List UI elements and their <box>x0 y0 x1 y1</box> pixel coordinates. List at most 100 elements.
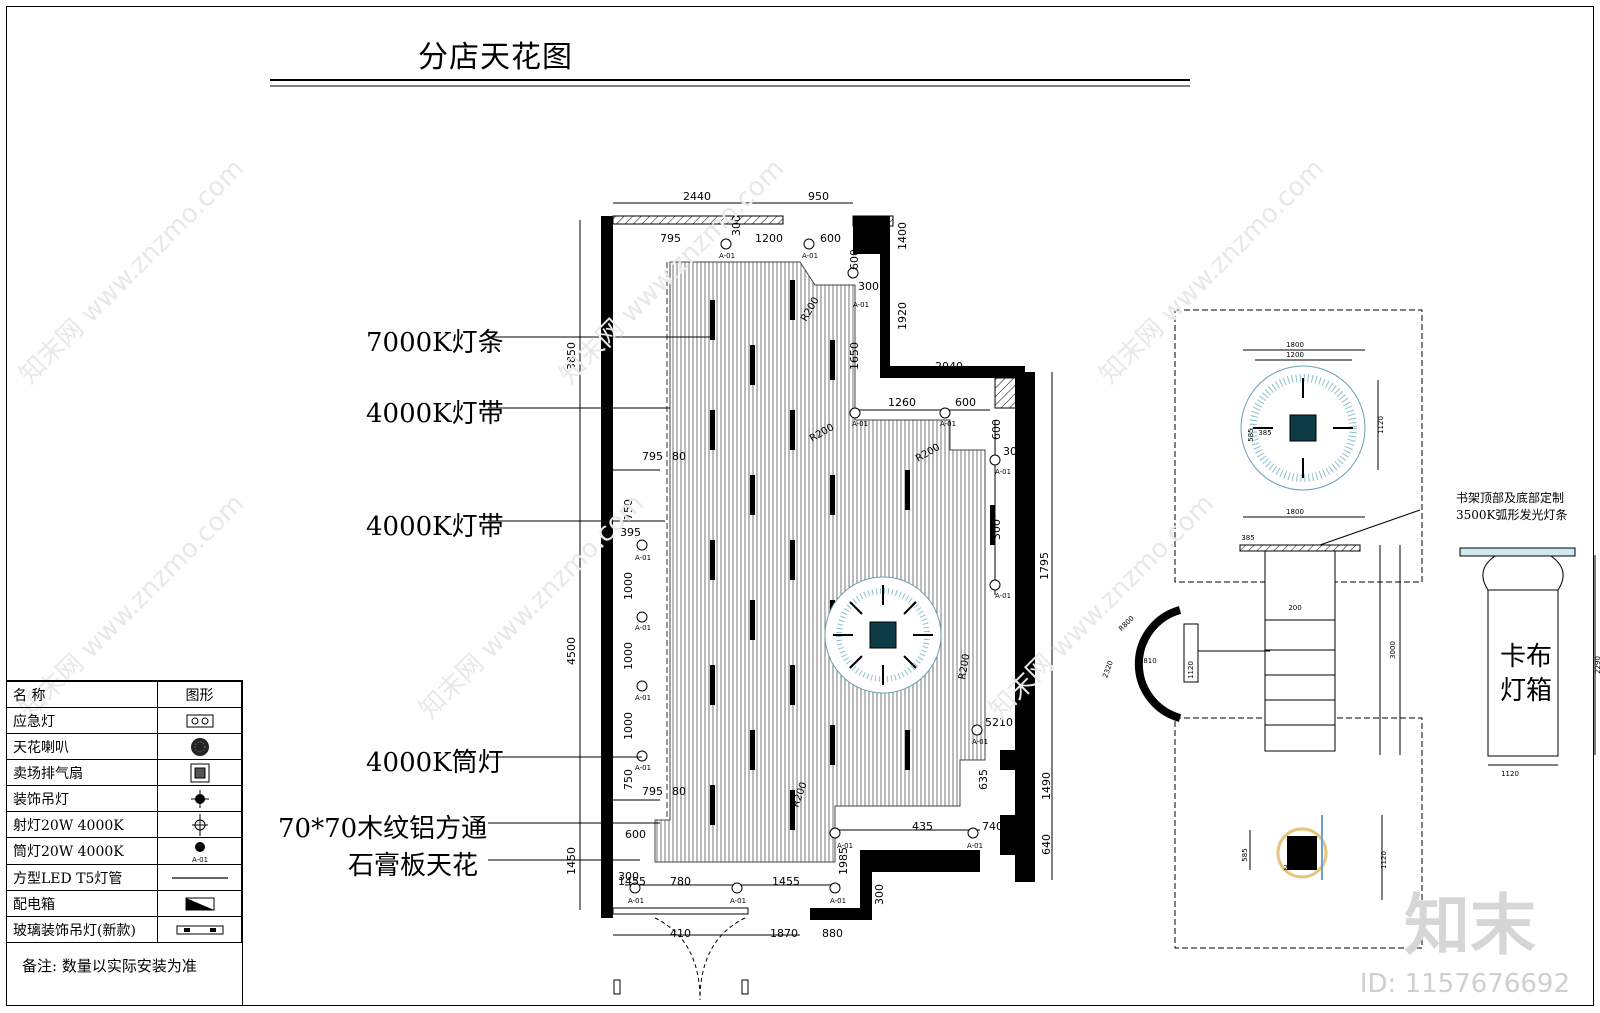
spotlight-icon <box>191 813 208 836</box>
door-swing-right <box>699 917 746 1001</box>
legend-row: 配电箱 <box>6 890 242 917</box>
dimension-label: 600 <box>955 396 976 409</box>
detail-dimension: 1120 <box>1187 661 1195 679</box>
legend-row: 筒灯20W 4000K A-01 <box>6 837 242 865</box>
id-watermark: ID: 1157676692 <box>1359 969 1570 999</box>
legend-header-name: 名 称 <box>6 681 158 708</box>
lamp-tag: A-01 <box>972 738 988 746</box>
legend-note: 备注: 数量以实际安装为准 <box>22 957 197 975</box>
dimension-label: 1650 <box>848 342 861 370</box>
distribution-box-icon <box>185 897 214 910</box>
legend-row-name: 卖场排气扇 <box>6 759 158 786</box>
dimension-label: 80 <box>672 450 686 463</box>
dimension-label: 5210 <box>985 716 1013 729</box>
dimension-label: 795 <box>660 232 681 245</box>
legend-row: 应急灯 <box>6 707 242 734</box>
wall-top-right-hatch <box>852 215 894 227</box>
bottom-column <box>1287 836 1317 870</box>
dimension-label: 600 <box>848 249 861 270</box>
dimension-label: 410 <box>670 927 691 940</box>
dimension-label: 880 <box>822 927 843 940</box>
dimension-label: 1870 <box>770 927 798 940</box>
lamp-tag: A-01 <box>635 624 651 632</box>
dimension-label: 950 <box>808 190 829 203</box>
callout-light-strip-7000k: 7000K灯条 <box>366 328 504 358</box>
callout-light-band-4000k-2: 4000K灯带 <box>366 512 504 542</box>
glass-front <box>612 907 749 915</box>
lamp-tag: A-01 <box>940 420 956 428</box>
lamp-tag: A-01 <box>730 897 746 905</box>
legend-row-name: 筒灯20W 4000K <box>6 837 158 865</box>
callout-downlight-4000k: 4000K筒灯 <box>366 748 504 778</box>
legend-row-name: 装饰吊灯 <box>6 785 158 812</box>
shelf-body <box>1264 550 1336 752</box>
aluminium-slat-ceiling <box>654 261 986 863</box>
floor-plan <box>488 202 1053 1001</box>
dimension-label: 1000 <box>622 572 635 600</box>
detail-dimension: 2290 <box>1594 656 1600 674</box>
wall-right-upper <box>880 216 890 376</box>
callout-leaders <box>488 336 715 861</box>
detail-dimension: R800 <box>1117 614 1136 633</box>
dimension-label: 600 <box>820 232 841 245</box>
dimension-label: 795 <box>642 450 663 463</box>
dimension-label: 300 <box>873 884 886 905</box>
legend-header-symbol: 图形 <box>157 681 242 708</box>
dimension-label: 640 <box>1040 834 1053 855</box>
detail-dimension: 810 <box>1143 657 1156 665</box>
dimension-label: 1490 <box>1040 772 1053 800</box>
emergency-light-icon <box>186 714 213 727</box>
dimension-label: 1455 <box>772 875 800 888</box>
svg-text:A-01: A-01 <box>191 856 207 864</box>
exhaust-fan-icon <box>190 763 209 782</box>
dimension-label: 1000 <box>622 712 635 740</box>
lamp-tag: A-01 <box>635 554 651 562</box>
legend-row-name: 配电箱 <box>6 890 158 917</box>
dimension-label: 600 <box>625 828 646 841</box>
lamp-tag: A-01 <box>635 764 651 772</box>
detail-dimension: 385 <box>1241 534 1254 542</box>
door-swing-left <box>654 917 701 1001</box>
lightbox-body <box>1487 589 1559 757</box>
callout-light-band-4000k-1: 4000K灯带 <box>366 399 504 429</box>
dimension-label: 435 <box>912 820 933 833</box>
dimension-label: 300 <box>858 280 879 293</box>
dimension-label: 80 <box>672 785 686 798</box>
detail-dimension: 1800 <box>1286 508 1304 516</box>
dimension-label: 1400 <box>896 222 909 250</box>
legend-table: 名 称 图形 应急灯 天花喇叭 卖场排气扇 装饰吊灯 射灯20W 4000K 筒… <box>6 680 243 1006</box>
dimension-label: 395 <box>620 526 641 539</box>
dimension-label: 1000 <box>622 642 635 670</box>
dimension-label: 1985 <box>837 847 850 875</box>
shelf-note: 书架顶部及底部定制 3500K弧形发光灯条 <box>1456 490 1568 524</box>
lamp-tag: A-01 <box>995 592 1011 600</box>
wall-column-1 <box>1000 750 1020 770</box>
brand-watermark: 知末 <box>1404 887 1536 964</box>
dimension-label: 1455 <box>618 875 646 888</box>
drawing-title: 分店天花图 <box>418 40 573 75</box>
lamp-tag: A-01 <box>719 252 735 260</box>
legend-row: 装饰吊灯 <box>6 785 242 812</box>
dimension-label: 2440 <box>683 190 711 203</box>
detail-dimension: 385 <box>1258 429 1271 437</box>
callout-gypsum-ceiling: 石膏板天花 <box>348 851 479 881</box>
lamp-tag: A-01 <box>853 301 869 309</box>
dimension-label: 300 <box>990 519 1003 540</box>
detail-dimension: 1200 <box>1286 351 1304 359</box>
lightbox-label-line-1: 卡布 <box>1500 642 1553 672</box>
detail-drawings <box>1134 309 1596 949</box>
lamp-tag: A-01 <box>830 897 846 905</box>
legend-row-name: 方型LED T5灯管 <box>6 864 158 891</box>
wall-left <box>601 216 613 918</box>
detail-bottom-box <box>1174 717 1423 949</box>
dimension-label: 3850 <box>565 342 578 370</box>
wall-step <box>880 366 1025 378</box>
downlight-icon: A-01 <box>191 842 208 864</box>
downlights <box>629 238 1001 894</box>
legend-row: 方型LED T5灯管 <box>6 864 242 891</box>
shelf-top <box>1239 544 1361 552</box>
wall-bottom-right <box>860 850 980 872</box>
wall-top-hatch <box>612 215 784 225</box>
shelf-note-line-2: 3500K弧形发光灯条 <box>1456 508 1568 522</box>
